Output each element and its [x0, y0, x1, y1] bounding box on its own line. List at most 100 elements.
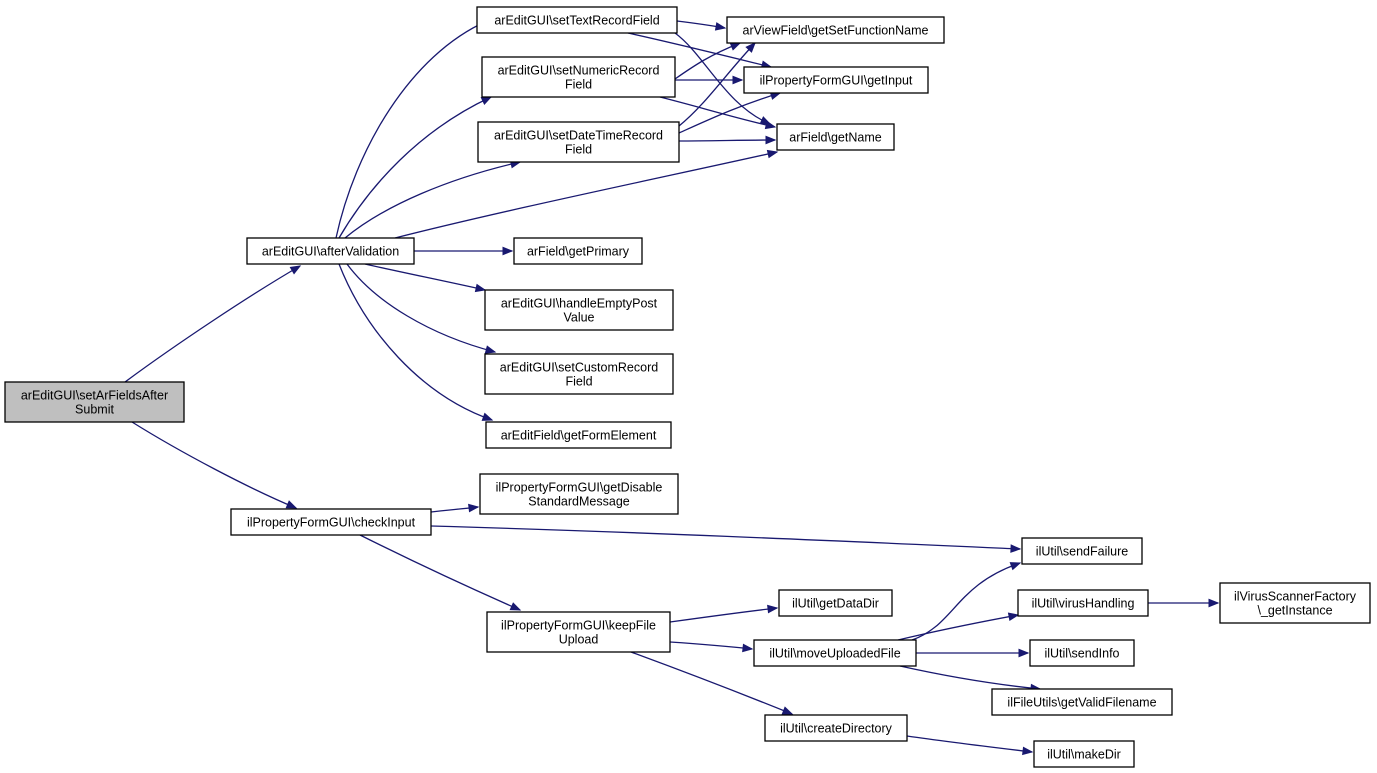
arrowhead-root-to-checkInput — [285, 500, 298, 509]
node-box-getSetFunctionName — [726, 16, 945, 44]
node-label-makeDir-line-0: ilUtil\makeDir — [1047, 748, 1121, 762]
node-sendFailure[interactable]: ilUtil\sendFailure — [1021, 537, 1143, 565]
node-label-getInstance-line-1: \_getInstance — [1257, 604, 1332, 618]
node-box-setDateTimeRecordField — [477, 121, 680, 163]
arrowhead-setDateTimeRecordField-to-getSetFunctionName — [745, 42, 756, 53]
arrowhead-afterValidation-to-handleEmptyPostValue — [474, 283, 487, 293]
node-box-root — [4, 381, 185, 423]
node-label-getDataDir-line-0: ilUtil\getDataDir — [792, 597, 879, 611]
node-setTextRecordField[interactable]: arEditGUI\setTextRecordField — [476, 6, 678, 34]
node-label-setDateTimeRecordField-line-0: arEditGUI\setDateTimeRecord — [494, 129, 663, 143]
node-label-setDateTimeRecordField-line-1: Field — [565, 143, 592, 157]
node-sendInfo[interactable]: ilUtil\sendInfo — [1029, 639, 1135, 667]
edge-keepFileUpload-to-createDirectory — [630, 651, 793, 715]
node-label-getPrimary-line-0: arField\getPrimary — [527, 245, 630, 259]
node-label-getSetFunctionName-line-0: arViewField\getSetFunctionName — [743, 24, 929, 38]
node-box-handleEmptyPostValue — [484, 289, 674, 331]
arrowhead-keepFileUpload-to-moveUploadedFile — [742, 643, 754, 653]
node-label-handleEmptyPostValue-line-0: arEditGUI\handleEmptyPost — [501, 297, 658, 311]
node-getInput[interactable]: ilPropertyFormGUI\getInput — [743, 66, 929, 94]
arrowhead-setDateTimeRecordField-to-getName — [765, 135, 777, 145]
edge-afterValidation-to-setCustomRecordField — [346, 263, 496, 353]
edge-root-to-checkInput — [131, 421, 297, 509]
edge-root-to-afterValidation — [124, 265, 301, 383]
edge-setNumericRecordField-to-getSetFunctionName — [674, 42, 741, 80]
node-getSetFunctionName[interactable]: arViewField\getSetFunctionName — [726, 16, 945, 44]
node-moveUploadedFile[interactable]: ilUtil\moveUploadedFile — [753, 639, 917, 667]
node-label-afterValidation-line-0: arEditGUI\afterValidation — [262, 245, 399, 259]
arrowhead-moveUploadedFile-to-sendFailure — [1009, 562, 1022, 571]
node-box-getDisableStandardMessage — [479, 473, 679, 515]
arrowhead-afterValidation-to-getName — [766, 149, 779, 159]
node-label-setNumericRecordField-line-0: arEditGUI\setNumericRecord — [498, 64, 660, 78]
node-getDisableStandardMessage[interactable]: ilPropertyFormGUI\getDisableStandardMess… — [479, 473, 679, 515]
node-makeDir[interactable]: ilUtil\makeDir — [1033, 740, 1135, 768]
node-label-checkInput-line-0: ilPropertyFormGUI\checkInput — [247, 516, 416, 530]
node-box-virusHandling — [1017, 589, 1149, 617]
node-label-sendFailure-line-0: ilUtil\sendFailure — [1036, 545, 1128, 559]
node-afterValidation[interactable]: arEditGUI\afterValidation — [246, 237, 415, 265]
node-box-getInput — [743, 66, 929, 94]
edge-moveUploadedFile-to-sendFailure — [911, 562, 1021, 641]
node-checkInput[interactable]: ilPropertyFormGUI\checkInput — [230, 508, 432, 536]
node-label-setTextRecordField-line-0: arEditGUI\setTextRecordField — [494, 14, 659, 28]
node-label-root-line-0: arEditGUI\setArFieldsAfter — [21, 389, 168, 403]
node-label-getName-line-0: arField\getName — [789, 131, 881, 145]
arrowhead-setNumericRecordField-to-getInput — [732, 75, 744, 85]
node-box-afterValidation — [246, 237, 415, 265]
edge-afterValidation-to-setNumericRecordField — [338, 96, 492, 239]
edge-checkInput-to-keepFileUpload — [359, 534, 521, 611]
node-label-getInput-line-0: ilPropertyFormGUI\getInput — [760, 74, 913, 88]
node-createDirectory[interactable]: ilUtil\createDirectory — [764, 714, 908, 742]
node-label-moveUploadedFile-line-0: ilUtil\moveUploadedFile — [769, 647, 900, 661]
node-label-createDirectory-line-0: ilUtil\createDirectory — [780, 722, 893, 736]
node-label-keepFileUpload-line-1: Upload — [559, 633, 599, 647]
edge-afterValidation-to-getFormElement — [338, 263, 493, 421]
node-getInstance[interactable]: ilVirusScannerFactory\_getInstance — [1219, 582, 1371, 624]
edge-setDateTimeRecordField-to-getSetFunctionName — [678, 42, 756, 127]
node-getName[interactable]: arField\getName — [776, 123, 895, 151]
edges-layer — [124, 20, 1220, 756]
node-getDataDir[interactable]: ilUtil\getDataDir — [778, 589, 893, 617]
node-box-setCustomRecordField — [484, 353, 674, 395]
arrowhead-checkInput-to-sendFailure — [1010, 544, 1022, 553]
node-box-createDirectory — [764, 714, 908, 742]
arrowhead-setTextRecordField-to-getSetFunctionName — [714, 22, 727, 31]
node-label-getFormElement-line-0: arEditField\getFormElement — [501, 429, 657, 443]
node-label-setCustomRecordField-line-0: arEditGUI\setCustomRecord — [500, 361, 658, 375]
arrowhead-afterValidation-to-getPrimary — [502, 246, 514, 256]
node-label-virusHandling-line-0: ilUtil\virusHandling — [1032, 597, 1135, 611]
node-label-setNumericRecordField-line-1: Field — [565, 78, 592, 92]
node-label-keepFileUpload-line-0: ilPropertyFormGUI\keepFile — [501, 619, 656, 633]
edge-setNumericRecordField-to-getName — [659, 96, 776, 128]
node-box-getFormElement — [485, 421, 672, 449]
node-virusHandling[interactable]: ilUtil\virusHandling — [1017, 589, 1149, 617]
node-getPrimary[interactable]: arField\getPrimary — [513, 237, 643, 265]
arrowhead-afterValidation-to-getFormElement — [481, 412, 494, 421]
node-getFormElement[interactable]: arEditField\getFormElement — [485, 421, 672, 449]
arrowhead-moveUploadedFile-to-virusHandling — [1007, 612, 1020, 621]
node-label-getDisableStandardMessage-line-0: ilPropertyFormGUI\getDisable — [496, 481, 663, 495]
edge-setDateTimeRecordField-to-getInput — [678, 92, 781, 134]
node-getValidFilename[interactable]: ilFileUtils\getValidFilename — [991, 688, 1173, 716]
node-box-moveUploadedFile — [753, 639, 917, 667]
node-box-getInstance — [1219, 582, 1371, 624]
node-box-makeDir — [1033, 740, 1135, 768]
edge-setDateTimeRecordField-to-getName — [678, 139, 776, 142]
node-label-getValidFilename-line-0: ilFileUtils\getValidFilename — [1007, 696, 1156, 710]
node-label-sendInfo-line-0: ilUtil\sendInfo — [1044, 647, 1119, 661]
edge-afterValidation-to-setDateTimeRecordField — [344, 161, 521, 239]
edge-keepFileUpload-to-moveUploadedFile — [669, 641, 753, 650]
arrowhead-setNumericRecordField-to-getSetFunctionName — [729, 42, 742, 51]
arrowhead-setNumericRecordField-to-getName — [764, 120, 777, 130]
node-box-sendInfo — [1029, 639, 1135, 667]
edge-createDirectory-to-makeDir — [906, 735, 1033, 753]
node-box-sendFailure — [1021, 537, 1143, 565]
